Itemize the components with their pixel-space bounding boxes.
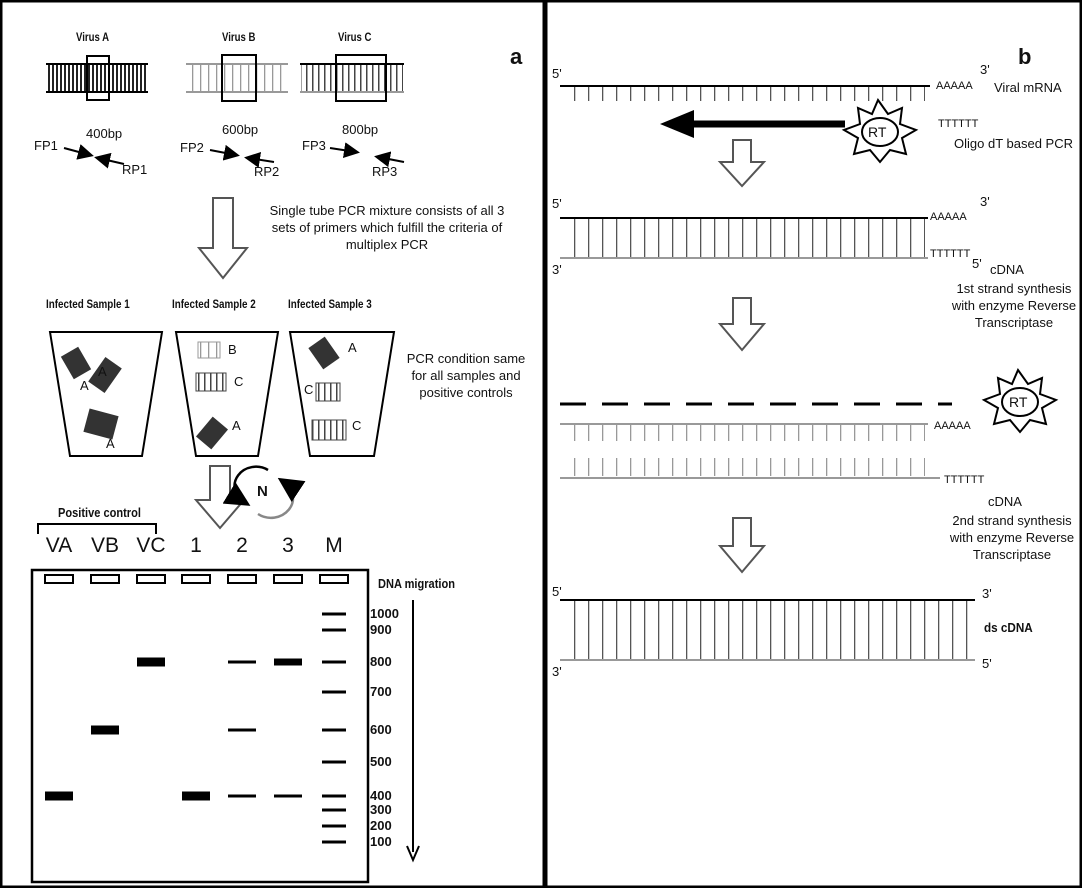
first-strand-line-1: 1st strand synthesis — [948, 280, 1080, 297]
second-strand-note: 2nd strand synthesis with enzyme Reverse… — [942, 512, 1082, 563]
hybrid-polya: AAAAA — [930, 211, 967, 223]
step3-oligo: TTTTTT — [944, 474, 984, 486]
cdna2-label: cDNA — [988, 494, 1022, 509]
rt-label-2: RT — [1009, 394, 1027, 410]
cdna1-label: cDNA — [990, 262, 1024, 277]
panel-b-letter: b — [1018, 44, 1031, 70]
oligo-dt: TTTTTT — [938, 118, 978, 130]
second-strand-line-1: 2nd strand synthesis — [942, 512, 1082, 529]
second-strand-line-2: with enzyme Reverse — [942, 529, 1082, 546]
oligo-label: Oligo dT based PCR — [954, 136, 1073, 151]
hybrid-5prime: 5' — [552, 196, 562, 211]
ds-5prime: 5' — [552, 584, 562, 599]
ds-cdna-label: ds cDNA — [984, 620, 1033, 635]
second-strand-line-3: Transcriptase — [942, 546, 1082, 563]
step3-polya: AAAAA — [934, 420, 971, 432]
ds-3prime: 3' — [982, 586, 992, 601]
mrna-polya: AAAAA — [936, 80, 973, 92]
ds-3prime-left: 3' — [552, 664, 562, 679]
mrna-5prime: 5' — [552, 66, 562, 81]
first-strand-line-3: Transcriptase — [948, 314, 1080, 331]
hybrid-3prime: 3' — [980, 194, 990, 209]
ds-5prime-right: 5' — [982, 656, 992, 671]
hybrid-oligo: TTTTTT — [930, 248, 970, 260]
hybrid-5prime-right: 5' — [972, 256, 982, 271]
first-strand-line-2: with enzyme Reverse — [948, 297, 1080, 314]
first-strand-note: 1st strand synthesis with enzyme Reverse… — [948, 280, 1080, 331]
mrna-3prime: 3' — [980, 62, 990, 77]
rt-label-1: RT — [868, 124, 886, 140]
viral-mrna-label: Viral mRNA — [994, 80, 1062, 95]
hybrid-3prime-left: 3' — [552, 262, 562, 277]
